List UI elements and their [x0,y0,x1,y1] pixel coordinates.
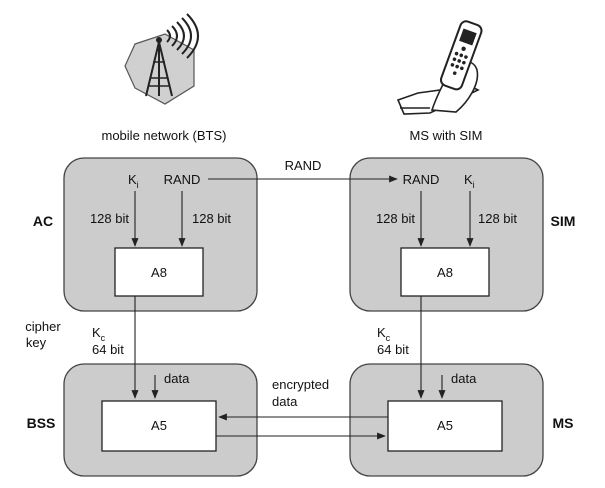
encrypted-label-line2: data [272,394,298,409]
ac-bits-right: 128 bit [192,211,231,226]
sim-ki-label: Ki [464,172,475,190]
sim-bits-right: 128 bit [478,211,517,226]
sim-bits-left: 128 bit [376,211,415,226]
ac-label: AC [33,213,53,229]
rand-transfer-label: RAND [285,158,322,173]
bts-tower-icon [124,13,199,105]
ac-a8-label: A8 [151,265,167,280]
sim-rand-label: RAND [403,172,440,187]
ac-rand-label: RAND [164,172,201,187]
ms-label: MS [553,415,574,431]
ac-panel [63,157,258,312]
bss-a5-label: A5 [151,418,167,433]
bts-label: mobile network (BTS) [102,128,227,143]
sim-panel [349,157,544,312]
mobile-phone-with-sim-icon [396,20,483,115]
ms-data-label: data [451,371,477,386]
bss-a5-box [101,400,217,452]
ac-a8-box [114,247,204,297]
ms-a5-label: A5 [437,418,453,433]
bss-data-label: data [164,371,190,386]
ms-kc-label: Kc [377,325,391,343]
cipher-key-label-line2: key [26,335,47,350]
bss-kc-bits: 64 bit [92,342,124,357]
ms-a5-box [387,400,503,452]
encrypted-label-line1: encrypted [272,377,329,392]
sim-a8-label: A8 [437,265,453,280]
ms-kc-bits: 64 bit [377,342,409,357]
ms-with-sim-label: MS with SIM [410,128,483,143]
ac-ki-label: Ki [128,172,139,190]
ac-bits-left: 128 bit [90,211,129,226]
bss-kc-label: Kc [92,325,106,343]
bss-label: BSS [27,415,56,431]
cipher-key-label-line1: cipher [25,319,61,334]
sim-a8-box [400,247,490,297]
sim-label: SIM [551,213,576,229]
